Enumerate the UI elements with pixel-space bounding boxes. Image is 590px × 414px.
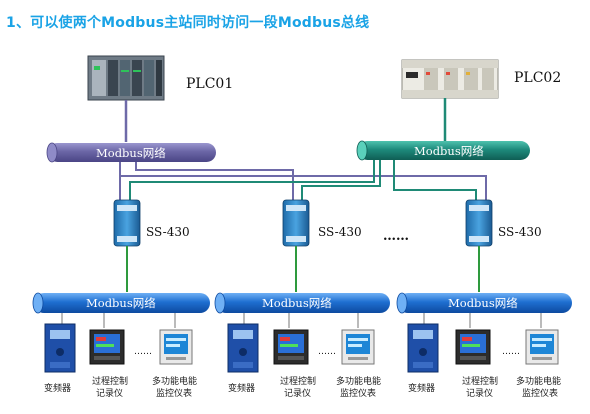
device-3-recorder-label-line1: 过程控制 bbox=[462, 375, 498, 387]
device-ellipsis-3: …… bbox=[502, 347, 520, 357]
device-3-meter-label-line2: 监控仪表 bbox=[522, 387, 558, 399]
converter-2-label: SS-430 bbox=[318, 225, 362, 239]
converter-1 bbox=[113, 199, 141, 247]
inverter-device-1 bbox=[44, 323, 76, 373]
lower-bus-2-label: Modbus网络 bbox=[262, 296, 332, 310]
device-1-meter-label-line1: 多功能电能 bbox=[152, 375, 197, 387]
device-3-inverter-label: 变频器 bbox=[408, 382, 435, 394]
lower-bus-1-label: Modbus网络 bbox=[86, 296, 156, 310]
page-title: 1、可以使两个Modbus主站同时访问一段Modbus总线 bbox=[6, 15, 370, 31]
recorder-device-1 bbox=[89, 329, 125, 365]
inverter-device-3 bbox=[407, 323, 439, 373]
device-drop-lines bbox=[61, 313, 542, 328]
meter-device-1 bbox=[159, 329, 193, 365]
device-2-recorder-label-line1: 过程控制 bbox=[280, 375, 316, 387]
device-1-inverter-label: 变频器 bbox=[44, 382, 71, 394]
device-1-recorder-label-line2: 记录仪 bbox=[96, 388, 123, 399]
device-2-inverter-label: 变频器 bbox=[228, 382, 255, 394]
device-ellipsis-1: …… bbox=[134, 347, 152, 357]
upper-bus-teal bbox=[356, 140, 530, 161]
plc02-device bbox=[401, 59, 499, 99]
converter-ellipsis: …… bbox=[383, 229, 409, 244]
lower-bus-3-label: Modbus网络 bbox=[448, 296, 518, 310]
converter-2 bbox=[282, 199, 310, 247]
lower-bus-1 bbox=[32, 292, 210, 314]
upper-bus-purple bbox=[46, 142, 216, 163]
upper-bus-purple-label: Modbus网络 bbox=[96, 146, 166, 160]
plc01-device bbox=[87, 55, 165, 101]
converter-3 bbox=[465, 199, 493, 247]
plc01-label: PLC01 bbox=[186, 76, 233, 92]
device-2-meter-label-line1: 多功能电能 bbox=[336, 375, 381, 387]
meter-device-3 bbox=[525, 329, 559, 365]
lower-bus-3 bbox=[396, 292, 572, 314]
lower-bus-2 bbox=[214, 292, 390, 314]
plc02-label: PLC02 bbox=[514, 70, 561, 86]
device-2-meter-label-line2: 监控仪表 bbox=[340, 387, 376, 399]
trunk-wiring bbox=[119, 160, 487, 200]
device-3-recorder-label-line2: 记录仪 bbox=[466, 388, 493, 399]
upper-bus-teal-label: Modbus网络 bbox=[414, 144, 484, 158]
converter-3-label: SS-430 bbox=[498, 225, 542, 239]
converter-1-label: SS-430 bbox=[146, 225, 190, 239]
inverter-device-2 bbox=[227, 323, 259, 373]
device-2-recorder-label-line2: 记录仪 bbox=[284, 388, 311, 399]
device-1-recorder-label-line1: 过程控制 bbox=[92, 375, 128, 387]
meter-device-2 bbox=[341, 329, 375, 365]
device-3-meter-label-line1: 多功能电能 bbox=[516, 375, 561, 387]
recorder-device-3 bbox=[455, 329, 491, 365]
device-ellipsis-2: …… bbox=[318, 347, 336, 357]
recorder-device-2 bbox=[273, 329, 309, 365]
converter-drop-cables bbox=[126, 246, 480, 292]
device-1-meter-label-line2: 监控仪表 bbox=[156, 387, 192, 399]
